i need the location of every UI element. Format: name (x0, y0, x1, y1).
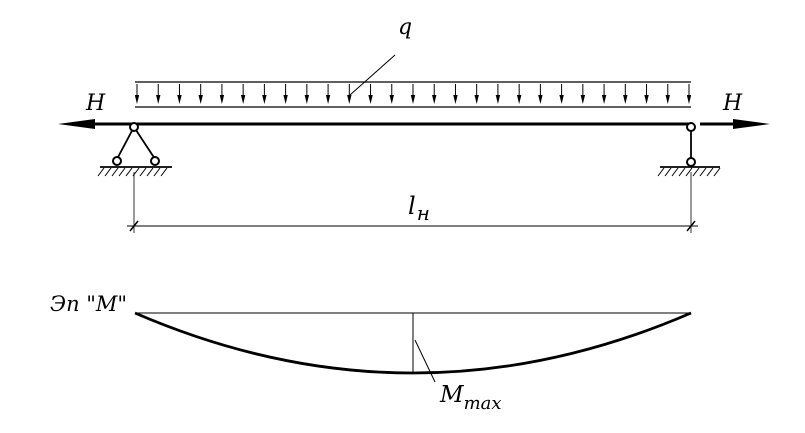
load-arrow (538, 84, 543, 104)
load-arrow (580, 84, 586, 104)
hatch-line (153, 167, 161, 177)
right-ground-hatching (657, 167, 721, 177)
hatch-line (685, 167, 693, 177)
hatch-line (160, 167, 168, 177)
load-arrow (686, 84, 692, 104)
left-ground-hatching (97, 167, 168, 177)
hatch-line (125, 167, 133, 177)
force-right: H (700, 91, 770, 129)
load-arrow (262, 84, 267, 104)
hatch-line (678, 167, 686, 177)
moment-diagram-label: Эп "М" (50, 292, 127, 316)
load-arrow (177, 84, 182, 104)
force-left: H (58, 91, 128, 129)
span-dimension: lн (127, 172, 698, 233)
moment-diagram: Эп "М" Mmax (50, 292, 692, 414)
force-right-label: H (722, 91, 743, 116)
load-arrow (389, 84, 394, 104)
mmax-leader-line (414, 339, 436, 383)
load-arrow (134, 84, 140, 104)
load-arrows (134, 84, 692, 104)
hatch-line (664, 167, 672, 177)
hatch-line (671, 167, 679, 177)
hatch-line (146, 167, 154, 177)
load-arrow (601, 84, 607, 104)
distributed-load: q (134, 15, 692, 108)
load-arrow (495, 84, 501, 104)
hatch-line (118, 167, 126, 177)
hatch-line (699, 167, 707, 177)
load-arrow (304, 84, 310, 104)
hatch-line (706, 167, 714, 177)
load-arrow (325, 84, 331, 104)
hatch-line (139, 167, 147, 177)
hatch-line (97, 167, 105, 177)
force-left-label: H (85, 91, 106, 116)
left-pinned-support (97, 122, 172, 177)
force-right-arrowhead (733, 119, 770, 129)
hatch-line (692, 167, 700, 177)
dimension-tick-right (686, 220, 696, 232)
load-arrow (347, 84, 352, 104)
force-left-arrowhead (58, 119, 95, 129)
right-support-bottom-hinge (686, 157, 696, 167)
load-arrow (156, 84, 161, 104)
hatch-line (713, 167, 721, 177)
left-support-hinge-a (112, 156, 122, 166)
load-arrow (453, 84, 458, 104)
dimension-tick-left (129, 220, 139, 232)
load-arrow (283, 84, 288, 104)
load-arrow (644, 84, 649, 104)
load-arrow (474, 84, 479, 104)
load-arrow (432, 84, 437, 104)
load-arrow (368, 84, 373, 104)
load-arrow (623, 84, 628, 104)
span-label: lн (408, 192, 430, 225)
left-support-hinge-b (150, 156, 160, 166)
load-arrow (219, 84, 225, 104)
load-arrow (559, 84, 564, 104)
left-support-top-hinge (129, 122, 139, 132)
hatch-line (111, 167, 119, 177)
right-support-top-hinge (686, 122, 696, 132)
load-label: q (398, 15, 412, 40)
load-leader-line (349, 54, 396, 96)
hatch-line (104, 167, 112, 177)
load-arrow (410, 84, 416, 104)
hatch-line (657, 167, 665, 177)
load-arrow (240, 84, 246, 104)
mmax-label: Mmax (439, 382, 502, 414)
load-arrow (516, 84, 522, 104)
load-arrow (198, 84, 203, 104)
right-roller-support (657, 122, 721, 177)
load-arrow (665, 84, 670, 104)
